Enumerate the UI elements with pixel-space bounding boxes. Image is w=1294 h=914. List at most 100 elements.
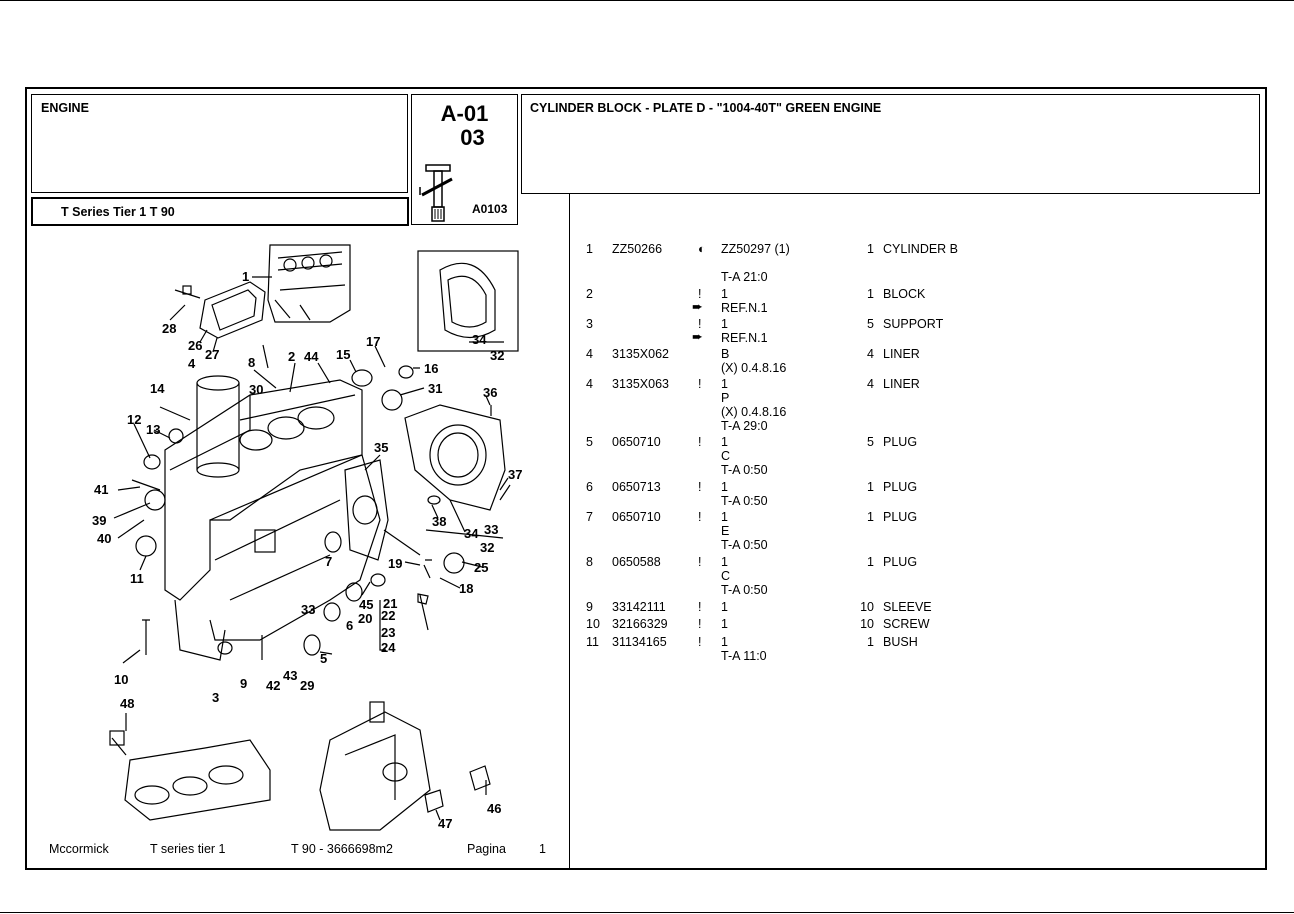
part-flag: ! (698, 317, 702, 331)
part-description: PLUG (883, 435, 918, 449)
callout-label: 1 (242, 269, 249, 284)
callout-label: 47 (438, 816, 452, 831)
callout-label: 27 (205, 347, 219, 362)
part-quantity: 4 (867, 377, 874, 391)
part-note: T-A 11:0 (721, 649, 767, 663)
column-divider (569, 194, 570, 869)
footer-brand: Mccormick (49, 842, 109, 856)
part-note: REF.N.1 (721, 301, 768, 315)
part-number: ZZ50266 (612, 242, 663, 256)
part-flag: ! (698, 480, 702, 494)
callout-label: 40 (97, 531, 111, 546)
part-ref: 5 (586, 435, 593, 449)
part-quantity: 5 (867, 317, 874, 331)
callout-label: 4 (188, 356, 196, 371)
part-flag: ! (698, 600, 702, 614)
part-note: C (721, 569, 731, 583)
footer-model: T 90 - 3666698m2 (291, 842, 393, 856)
callout-label: 5 (320, 651, 327, 666)
part-number: 0650710 (612, 435, 661, 449)
part-quantity: 1 (867, 480, 874, 494)
part-flag: ! (698, 617, 702, 631)
plate-title: CYLINDER BLOCK - PLATE D - "1004-40T" GR… (530, 101, 882, 115)
part-number: 0650588 (612, 555, 661, 569)
part-qty: 1 (721, 555, 728, 569)
callout-label: 29 (300, 678, 314, 693)
part-qty: 1 (721, 600, 728, 614)
part-quantity: 1 (867, 242, 874, 256)
callout-label: 44 (304, 349, 319, 364)
bottom-rule (0, 912, 1294, 913)
callout-label: 17 (366, 334, 380, 349)
part-note: T-A 0:50 (721, 583, 768, 597)
callout-label: 21 (383, 596, 397, 611)
part-qty: 1 (721, 510, 728, 524)
callout-label: 7 (325, 554, 332, 569)
callout-label: 24 (381, 640, 396, 655)
callout-label: 33 (301, 602, 315, 617)
page-frame (25, 87, 1267, 870)
engine-thumbnail (267, 244, 351, 323)
callout-label: 35 (374, 440, 388, 455)
part-ref: 8 (586, 555, 593, 569)
callout-label: 16 (424, 361, 438, 376)
reference-arrow-icon: ➨ (692, 329, 703, 344)
callout-label: 34 (464, 526, 479, 541)
code-box: A-01 03 A0103 (411, 94, 518, 225)
part-description: LINER (883, 377, 920, 391)
part-note: T-A 0:50 (721, 494, 768, 508)
part-qty: 1 (721, 617, 728, 631)
footer-series: T series tier 1 (150, 842, 226, 856)
callout-label: 41 (94, 482, 108, 497)
callout-label: 33 (484, 522, 498, 537)
callout-label: 32 (480, 540, 494, 555)
part-number: 3135X062 (612, 347, 670, 361)
callout-label: 11 (130, 571, 144, 586)
callout-label: 14 (150, 381, 165, 396)
part-number: 33142111 (612, 600, 666, 614)
part-qty: ZZ50297 (1) (721, 242, 790, 256)
part-ref: 10 (586, 617, 600, 631)
model-box: T Series Tier 1 T 90 (31, 197, 409, 226)
part-note: T-A 21:0 (721, 270, 768, 284)
part-qty: 1 (721, 317, 728, 331)
part-description: LINER (883, 347, 920, 361)
part-number: 3135X063 (612, 377, 670, 391)
engine-part-icon (419, 164, 453, 222)
part-qty: 1 (721, 435, 728, 449)
part-quantity: 1 (867, 555, 874, 569)
callout-label: 23 (381, 625, 395, 640)
callout-label: 13 (146, 422, 160, 437)
plate-code: A0103 (472, 202, 508, 216)
part-ref: 9 (586, 600, 593, 614)
part-description: PLUG (883, 555, 918, 569)
callout-label: 48 (120, 696, 134, 711)
part-note: (X) 0.4.8.16 (721, 361, 787, 375)
part-note: REF.N.1 (721, 331, 768, 345)
part-description: BLOCK (883, 287, 926, 301)
part-description: BUSH (883, 635, 918, 649)
part-quantity: 1 (867, 635, 874, 649)
callout-label: 37 (508, 467, 522, 482)
part-note: T-A 0:50 (721, 538, 768, 552)
part-qty: 1 (721, 635, 728, 649)
callout-label: 18 (459, 581, 473, 596)
part-note: P (721, 391, 730, 405)
part-note: T-A 29:0 (721, 419, 768, 433)
callout-label: 9 (240, 676, 247, 691)
part-description: PLUG (883, 480, 918, 494)
part-description: SUPPORT (883, 317, 944, 331)
part-number: 31134165 (612, 635, 667, 649)
callout-label: 2 (288, 349, 295, 364)
callout-label: 36 (483, 385, 497, 400)
part-description: CYLINDER B (883, 242, 959, 256)
part-ref: 7 (586, 510, 593, 524)
part-quantity: 5 (867, 435, 874, 449)
part-ref: 2 (586, 287, 593, 301)
callout-label: 45 (359, 597, 373, 612)
part-quantity: 1 (867, 287, 874, 301)
part-flag: ! (698, 435, 702, 449)
reference-arrow-icon: ➨ (692, 299, 703, 314)
part-ref: 1 (586, 242, 593, 256)
part-note: T-A 0:50 (721, 463, 768, 477)
